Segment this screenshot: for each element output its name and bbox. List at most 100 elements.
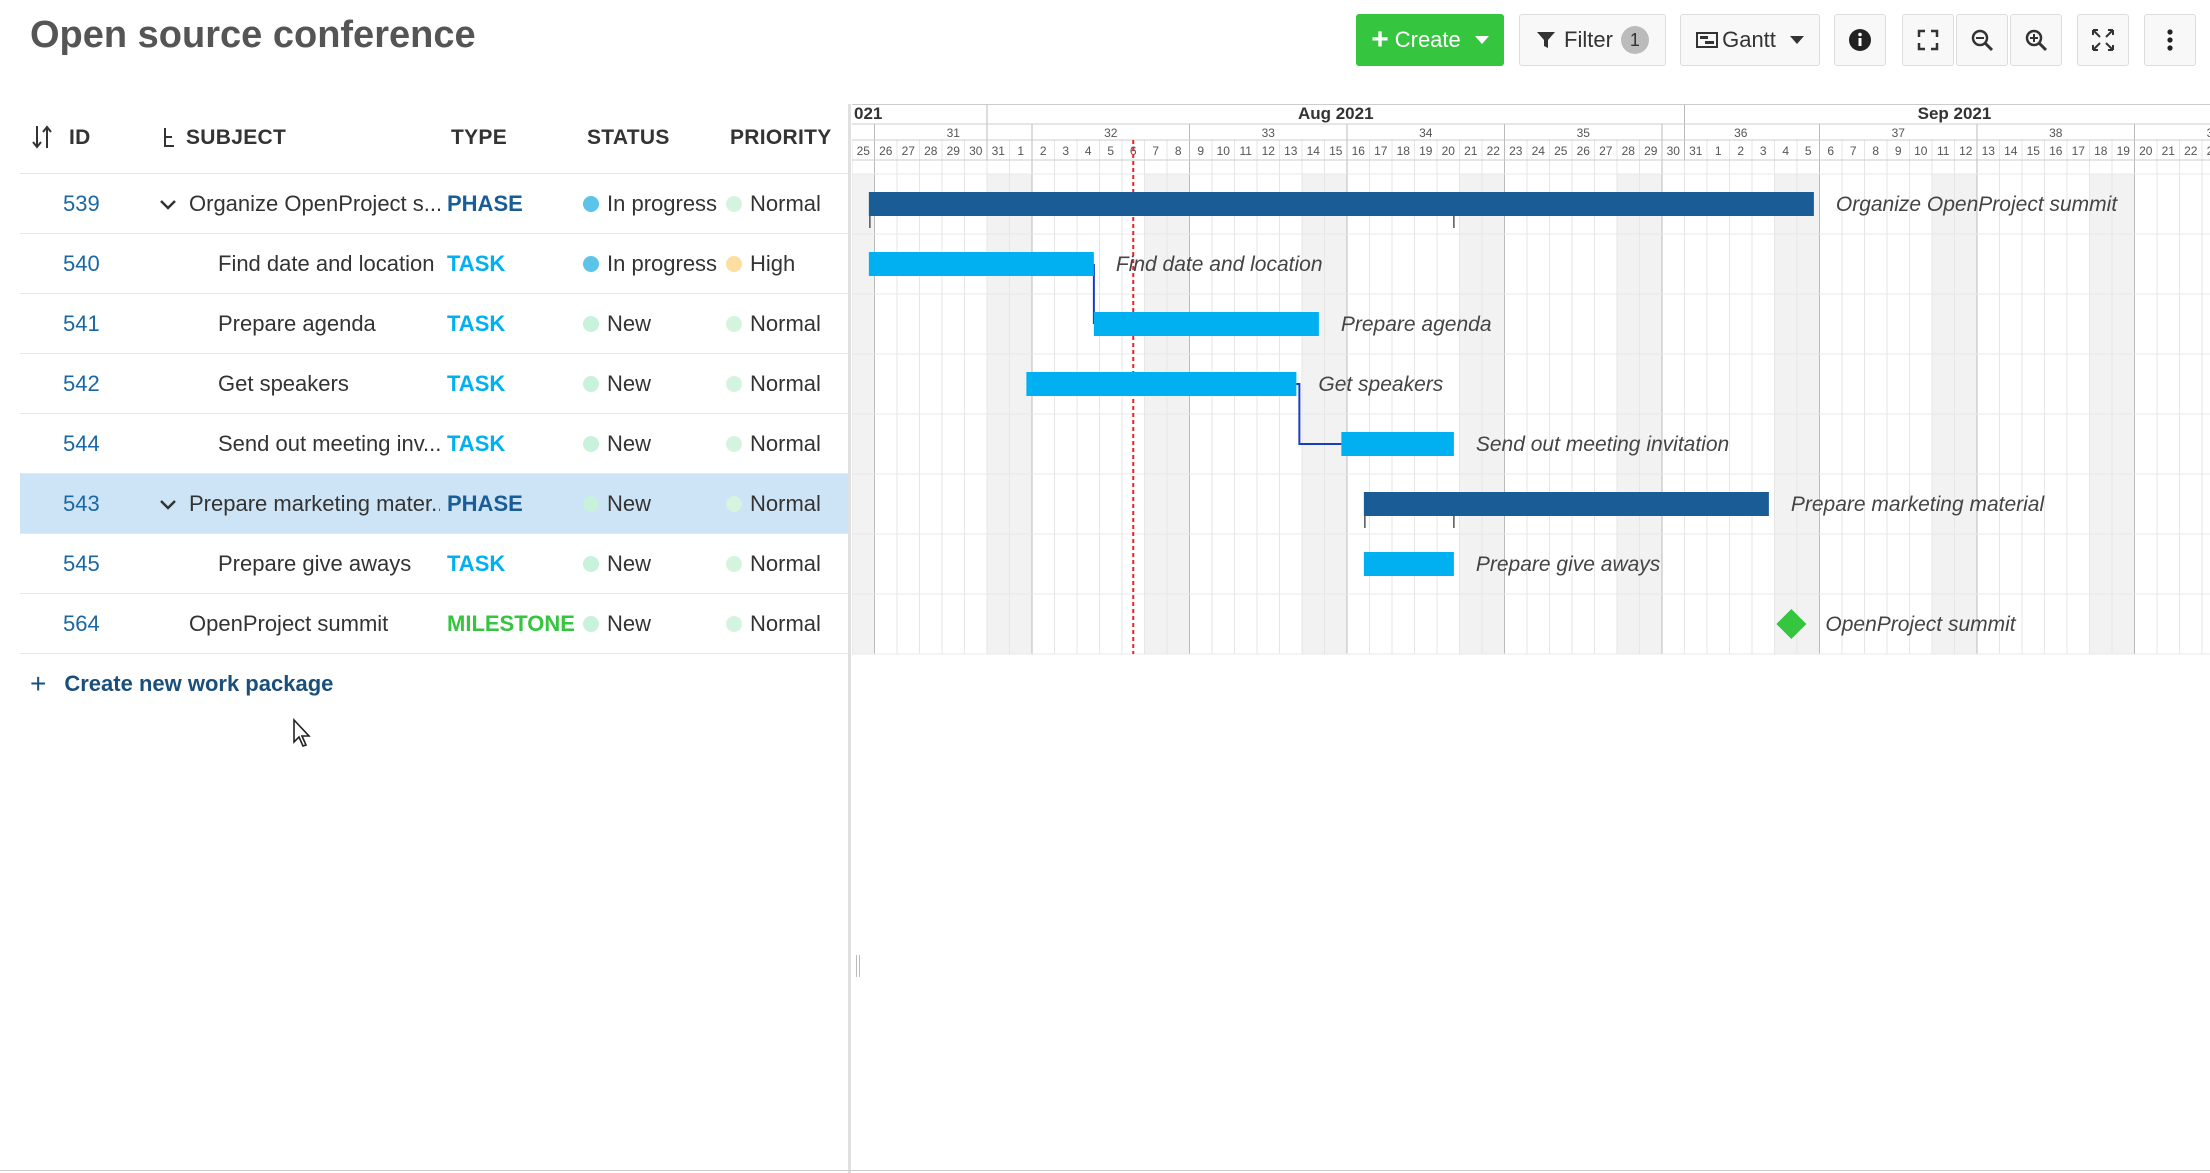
zoom-out-button[interactable]: [1956, 14, 2008, 66]
wp-subject[interactable]: Get speakers: [218, 371, 349, 396]
wp-status[interactable]: New: [583, 414, 651, 474]
wp-id-link[interactable]: 540: [63, 251, 100, 276]
day-label: 20: [1442, 144, 1456, 158]
split-divider[interactable]: [848, 104, 851, 1173]
wp-priority[interactable]: Normal: [726, 414, 821, 474]
sort-icon[interactable]: [32, 124, 52, 150]
week-number-label: 35: [1577, 126, 1591, 140]
week-number-label: 31: [947, 126, 961, 140]
table-row[interactable]: 544 Send out meeting inv... TASK New Normal: [20, 414, 848, 474]
more-menu-button[interactable]: [2144, 14, 2196, 66]
wp-id-link[interactable]: 543: [63, 491, 100, 516]
wp-status[interactable]: New: [583, 594, 651, 654]
wp-type[interactable]: PHASE: [447, 491, 523, 516]
wp-priority[interactable]: High: [726, 234, 795, 294]
wp-priority[interactable]: Normal: [726, 474, 821, 534]
table-row[interactable]: 540 Find date and location TASK In progress…: [20, 234, 848, 294]
zoom-out-icon: [1971, 29, 1994, 52]
wp-subject[interactable]: Send out meeting inv...: [218, 431, 440, 456]
wp-priority-label: Normal: [750, 551, 821, 576]
wp-priority[interactable]: Normal: [726, 534, 821, 594]
wp-id-link[interactable]: 564: [63, 611, 100, 636]
wp-id-link[interactable]: 539: [63, 191, 100, 216]
work-package-table: ID SUBJECT TYPE STATUS PRIORITY 539 Organ…: [20, 104, 848, 654]
day-label: 16: [1352, 144, 1366, 158]
column-priority[interactable]: PRIORITY: [730, 126, 832, 149]
day-label: 1: [1715, 144, 1722, 158]
table-row[interactable]: 542 Get speakers TASK New Normal: [20, 354, 848, 414]
wp-subject[interactable]: Prepare marketing mater...: [189, 491, 440, 516]
wp-id-link[interactable]: 545: [63, 551, 100, 576]
wp-status-label: New: [607, 611, 652, 636]
filter-icon: [1537, 32, 1556, 48]
column-id[interactable]: ID: [69, 126, 91, 149]
wp-status[interactable]: New: [583, 534, 651, 594]
day-label: 15: [2027, 144, 2041, 158]
create-new-work-package-link[interactable]: + Create new work package: [30, 668, 333, 700]
priority-dot-icon: [726, 316, 742, 332]
wp-status[interactable]: In progress: [583, 174, 717, 234]
wp-subject[interactable]: OpenProject summit: [189, 611, 389, 636]
wp-type[interactable]: TASK: [447, 311, 506, 336]
priority-dot-icon: [726, 616, 742, 632]
column-status[interactable]: STATUS: [587, 126, 670, 149]
column-type[interactable]: TYPE: [451, 126, 508, 149]
gantt-bar-label: Prepare agenda: [1341, 313, 1492, 336]
zoom-auto-button[interactable]: [2077, 14, 2129, 66]
wp-id-link[interactable]: 544: [63, 431, 100, 456]
wp-id-link[interactable]: 541: [63, 311, 100, 336]
status-dot-icon: [583, 316, 599, 332]
wp-priority[interactable]: Normal: [726, 354, 821, 414]
wp-type[interactable]: TASK: [447, 251, 506, 276]
zoom-in-button[interactable]: [2010, 14, 2062, 66]
table-row[interactable]: 564 OpenProject summit MILESTONE New Normal: [20, 594, 848, 654]
wp-subject[interactable]: Prepare agenda: [218, 311, 376, 336]
day-label: 12: [1262, 144, 1276, 158]
table-row[interactable]: 539 Organize OpenProject s... PHASE In prog…: [20, 174, 848, 234]
wp-id-link[interactable]: 542: [63, 371, 100, 396]
month-label: Aug 2021: [1298, 104, 1374, 123]
chevron-down-icon[interactable]: [156, 192, 180, 216]
day-label: 2: [1737, 144, 1744, 158]
wp-subject[interactable]: Find date and location: [218, 251, 435, 276]
wp-priority[interactable]: Normal: [726, 294, 821, 354]
week-number-label: 38: [2049, 126, 2063, 140]
gantt-bar-label: Find date and location: [1116, 253, 1323, 276]
priority-dot-icon: [726, 436, 742, 452]
fullscreen-button[interactable]: [1902, 14, 1954, 66]
resize-handle[interactable]: [856, 955, 860, 977]
wp-priority[interactable]: Normal: [726, 174, 821, 234]
wp-subject[interactable]: Organize OpenProject s...: [189, 191, 440, 216]
table-row[interactable]: 541 Prepare agenda TASK New Normal: [20, 294, 848, 354]
column-subject[interactable]: SUBJECT: [186, 126, 287, 149]
create-button[interactable]: + Create: [1356, 14, 1504, 66]
table-row[interactable]: 543 Prepare marketing mater... PHASE New Nor…: [20, 474, 848, 534]
info-icon: [1849, 29, 1871, 51]
wp-type[interactable]: TASK: [447, 431, 506, 456]
wp-type[interactable]: MILESTONE: [447, 611, 575, 636]
wp-priority-label: Normal: [750, 371, 821, 396]
day-label: 8: [1872, 144, 1879, 158]
wp-priority[interactable]: Normal: [726, 594, 821, 654]
hierarchy-icon[interactable]: [162, 126, 176, 150]
day-label: 26: [879, 144, 893, 158]
zoom-in-icon: [2025, 29, 2048, 52]
wp-type[interactable]: PHASE: [447, 191, 523, 216]
task-bar: [1363, 552, 1454, 576]
day-label: 14: [2004, 144, 2018, 158]
view-mode-button[interactable]: Gantt: [1680, 14, 1820, 66]
day-label: 26: [1577, 144, 1591, 158]
wp-type[interactable]: TASK: [447, 371, 506, 396]
table-row[interactable]: 545 Prepare give aways TASK New Normal: [20, 534, 848, 594]
details-button[interactable]: [1834, 14, 1886, 66]
chevron-down-icon[interactable]: [156, 492, 180, 516]
wp-status[interactable]: New: [583, 474, 651, 534]
wp-subject[interactable]: Prepare give aways: [218, 551, 412, 576]
wp-type[interactable]: TASK: [447, 551, 506, 576]
wp-status[interactable]: In progress: [583, 234, 717, 294]
filter-button[interactable]: Filter 1: [1519, 14, 1666, 66]
day-label: 30: [1667, 144, 1681, 158]
wp-status[interactable]: New: [583, 294, 651, 354]
day-label: 4: [1085, 144, 1092, 158]
wp-status[interactable]: New: [583, 354, 651, 414]
